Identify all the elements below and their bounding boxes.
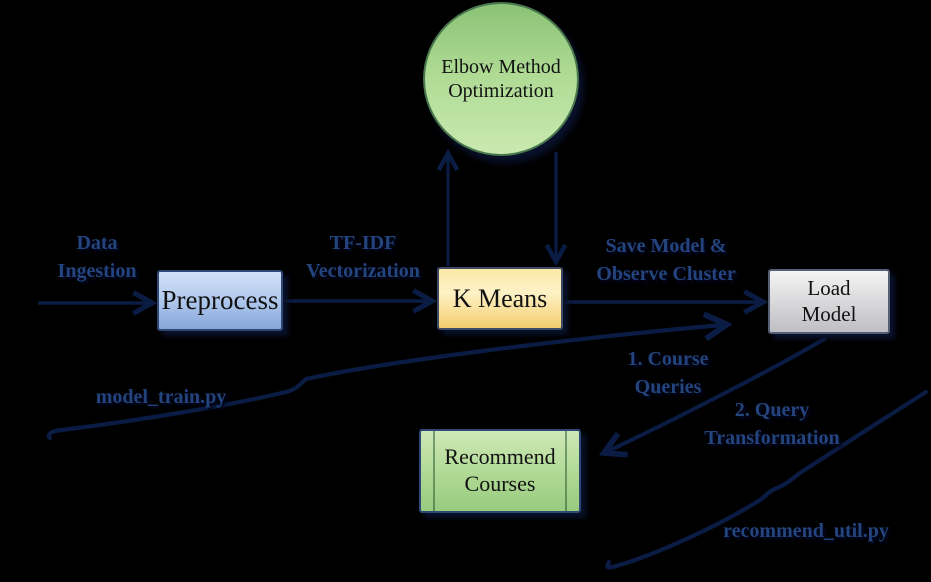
label-query-transformation: 2. Query Transformation: [704, 399, 840, 449]
node-recommend-courses: Recommend Courses: [419, 429, 581, 513]
node-preprocess: Preprocess: [157, 270, 283, 331]
label-save-model-observe-cluster: Save Model & Observe Cluster: [596, 235, 736, 285]
arrow-loadmodel-to-recommend: [608, 336, 828, 451]
label-model-train-script: model_train.py: [95, 386, 227, 408]
label-tfidf-vectorization: TF-IDF Vectorization: [306, 232, 420, 282]
node-k-means: K Means: [437, 267, 563, 330]
curve-model-train-boundary: [46, 325, 722, 441]
node-load-model: Load Model: [768, 269, 890, 334]
node-recommend-courses-label: Recommend Courses: [444, 444, 556, 496]
curve-recommend-util-boundary: [605, 389, 929, 570]
label-data-ingestion: Data Ingestion: [57, 232, 137, 282]
predefined-process-left-bar: [433, 431, 435, 511]
label-recommend-util-script: recommend_util.py: [723, 520, 889, 542]
label-course-queries: 1. Course Queries: [627, 348, 709, 398]
node-elbow-method-optimization: Elbow Method Optimization: [423, 2, 579, 156]
predefined-process-right-bar: [565, 431, 567, 511]
